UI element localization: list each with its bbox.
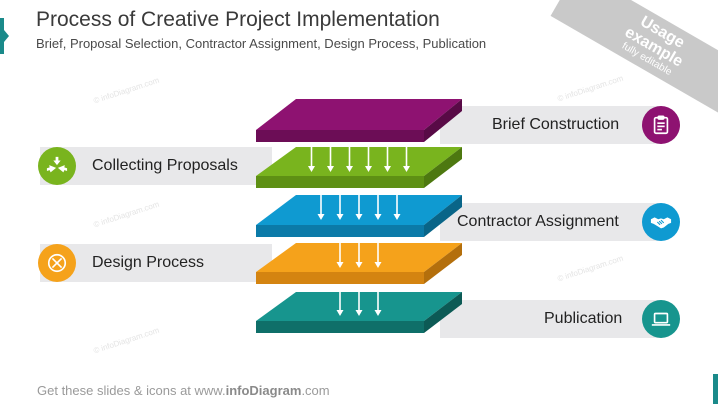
footer-suffix: .com bbox=[301, 383, 330, 398]
flow-arrow-head bbox=[374, 262, 382, 268]
step-label-contractor: Contractor Assignment bbox=[457, 213, 619, 230]
flow-arrow-head bbox=[384, 166, 391, 172]
flow-arrow-head bbox=[346, 166, 353, 172]
step-bar-brief bbox=[440, 106, 662, 144]
flow-arrow-head bbox=[374, 214, 382, 220]
layer-purple bbox=[256, 99, 462, 142]
step-bar-contractor bbox=[440, 203, 662, 241]
layer-green bbox=[256, 147, 462, 188]
flow-arrow-head bbox=[355, 214, 363, 220]
flow-arrow-head bbox=[393, 214, 401, 220]
flow-arrow-head bbox=[355, 310, 363, 316]
flow-arrow-head bbox=[365, 166, 372, 172]
flow-arrow-head bbox=[336, 262, 344, 268]
step-label-proposals: Collecting Proposals bbox=[92, 157, 238, 174]
flow-arrow-head bbox=[308, 166, 315, 172]
flow-arrow-head bbox=[374, 310, 382, 316]
layer-teal bbox=[256, 292, 462, 333]
arrows-converge-icon bbox=[38, 147, 76, 185]
left-edge-accent bbox=[0, 18, 9, 54]
pencil-ruler-icon bbox=[38, 244, 76, 282]
flow-arrow-head bbox=[355, 262, 363, 268]
page-subtitle: Brief, Proposal Selection, Contractor As… bbox=[36, 36, 487, 51]
flow-arrow-head bbox=[327, 166, 334, 172]
flow-arrow-head bbox=[336, 214, 344, 220]
flow-arrow-head bbox=[317, 214, 325, 220]
handshake-icon bbox=[642, 203, 680, 241]
step-label-brief: Brief Construction bbox=[492, 116, 620, 133]
laptop-icon bbox=[642, 300, 680, 338]
step-label-publication: Publication bbox=[544, 310, 623, 327]
page-title: Process of Creative Project Implementati… bbox=[36, 8, 440, 31]
clipboard-icon bbox=[642, 106, 680, 144]
right-edge-accent bbox=[713, 374, 718, 404]
footer-brand: infoDiagram bbox=[225, 383, 302, 398]
footer-prefix: Get these slides & icons at www. bbox=[37, 383, 226, 398]
step-bar-proposals bbox=[40, 147, 272, 185]
footer-credit: Get these slides & icons at www.infoDiag… bbox=[37, 383, 330, 398]
flow-arrows bbox=[308, 146, 410, 316]
flow-arrow-head bbox=[336, 310, 344, 316]
step-bar-publication bbox=[440, 300, 662, 338]
step-label-design: Design Process bbox=[92, 254, 205, 271]
flow-arrow-head bbox=[403, 166, 410, 172]
step-bar-design bbox=[40, 244, 272, 282]
